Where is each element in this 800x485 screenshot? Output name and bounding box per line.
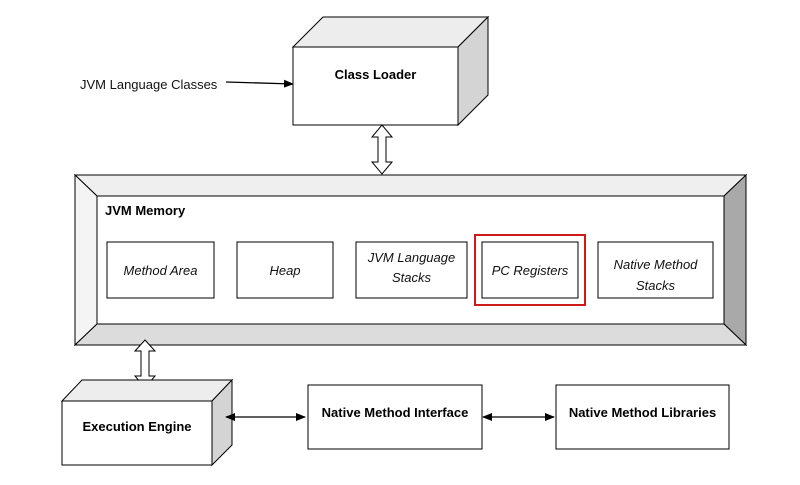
native-interface-box: Native Method Interface: [307, 384, 483, 450]
input-label: JVM Language Classes: [80, 77, 218, 92]
jvm-language-stacks-line-2: Stacks: [392, 270, 432, 285]
class-loader-label: Class Loader: [335, 67, 417, 82]
pc-registers-label: PC Registers: [492, 263, 569, 278]
native-interface-label: Native Method Interface: [322, 405, 469, 420]
loader-memory-double-arrow: [370, 124, 394, 175]
memory-area-method-area: Method Area: [106, 241, 215, 299]
memory-area-heap: Heap: [236, 241, 334, 299]
heap-label: Heap: [269, 263, 300, 278]
class-loader-box: Class Loader: [291, 15, 490, 127]
input-arrow: [225, 79, 294, 88]
pc-registers-highlight: [474, 234, 586, 306]
native-libraries-box: Native Method Libraries: [555, 384, 730, 450]
memory-area-jvm-language-stacks: JVM Language Stacks: [355, 241, 468, 299]
memory-area-native-method-stacks: Native Method Stacks: [597, 241, 714, 299]
jvm-memory-title: JVM Memory: [105, 203, 186, 218]
native-method-stacks-line-2: Stacks: [636, 278, 676, 293]
method-area-label: Method Area: [124, 263, 198, 278]
memory-area-pc-registers: PC Registers: [474, 234, 586, 306]
jvm-language-stacks-line-1: JVM Language: [367, 250, 455, 265]
execution-engine-box: Execution Engine: [60, 378, 234, 467]
native-method-stacks-line-1: Native Method: [614, 257, 699, 272]
execution-engine-label: Execution Engine: [82, 419, 191, 434]
native-libraries-label: Native Method Libraries: [569, 405, 716, 420]
